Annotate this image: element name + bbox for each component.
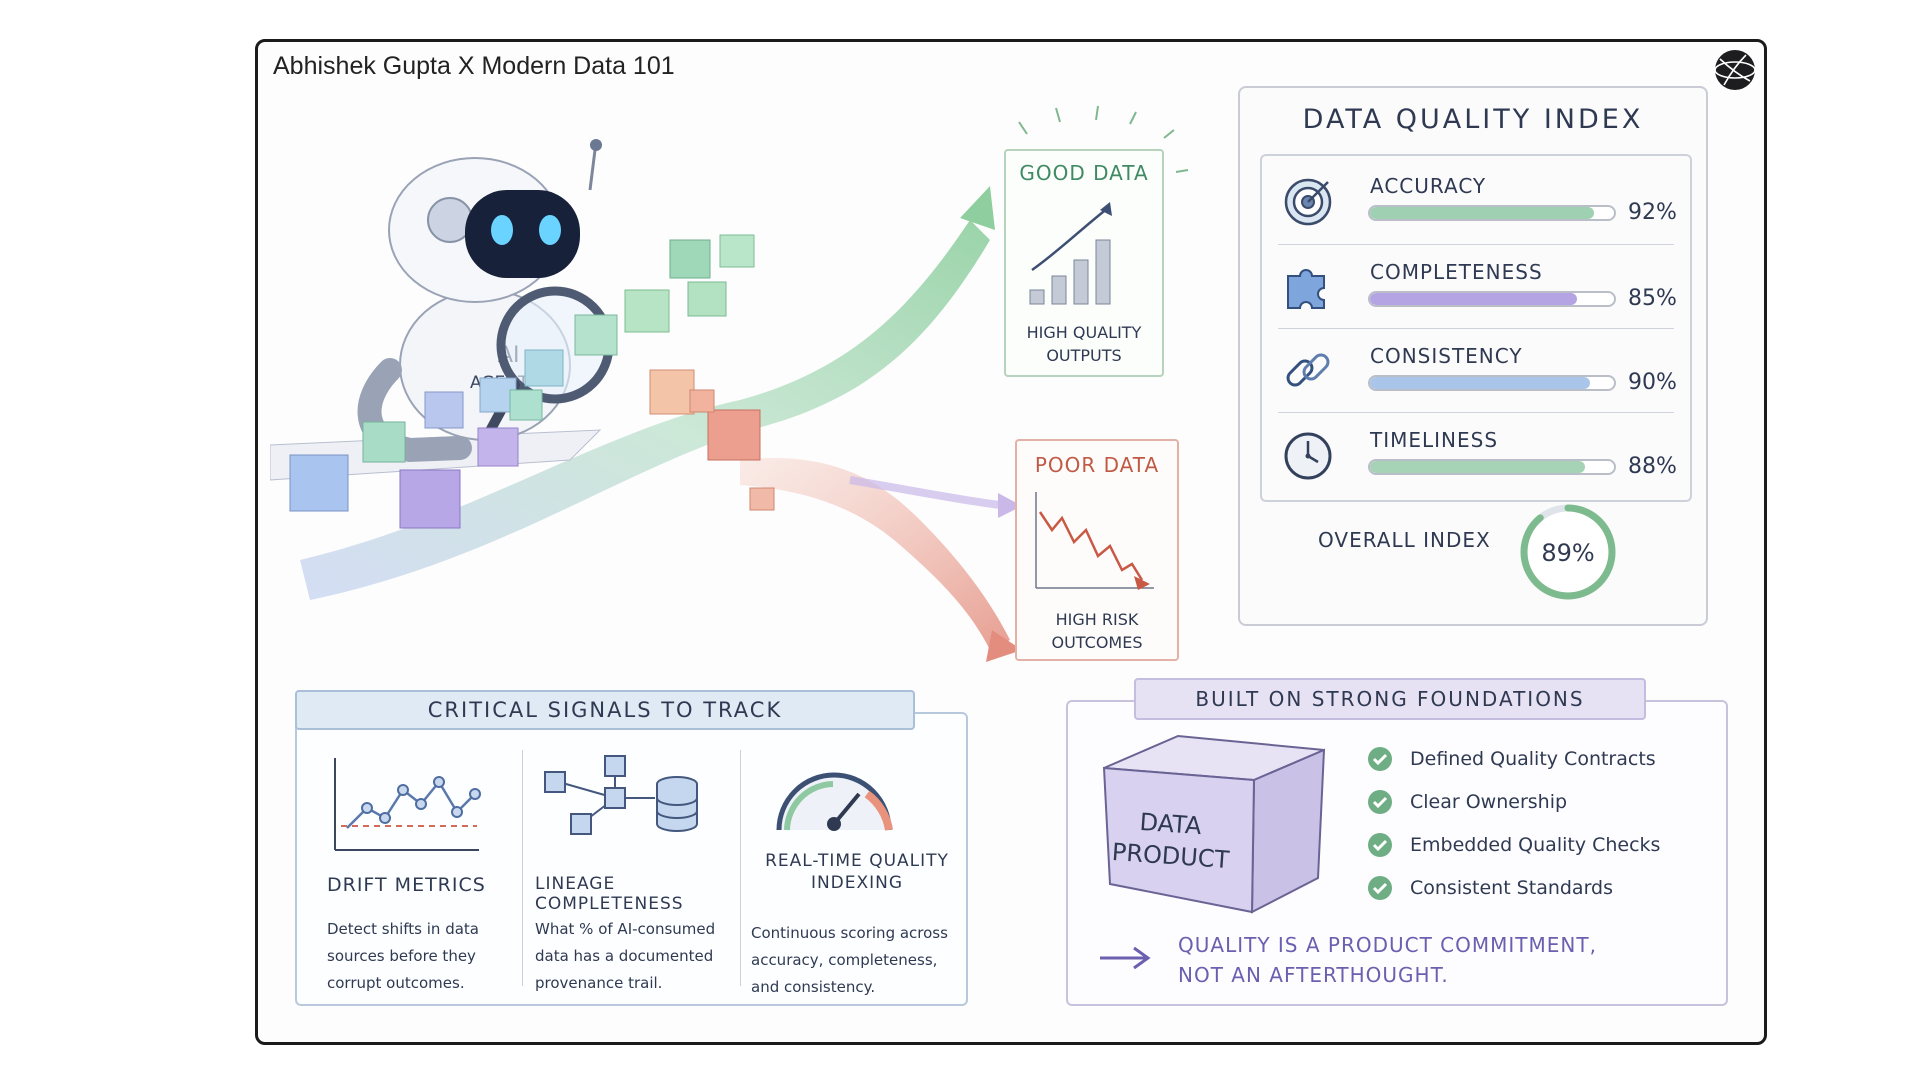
lineage-graph-icon (544, 755, 698, 835)
metric-bar-fill (1370, 207, 1595, 219)
metric-timeliness: TIMELINESS 88% (1262, 414, 1690, 498)
metric-percent: 90% (1628, 370, 1677, 395)
metric-bar (1368, 459, 1616, 475)
quality-commitment-statement: QUALITY IS A PRODUCT COMMITMENT, NOT AN … (1178, 930, 1597, 990)
metric-bar (1368, 375, 1616, 391)
signal-title: LINEAGE COMPLETENESS (535, 874, 684, 914)
good-data-callout: GOOD DATA HIGH QUALITY OUTPUTS (1004, 105, 1189, 377)
metric-bar-fill (1370, 377, 1590, 389)
critical-signals-panel: DRIFT METRICS Detect shifts in data sour… (295, 712, 968, 1006)
check-icon (1368, 876, 1392, 900)
puzzle-icon (1287, 269, 1325, 309)
divider (1278, 244, 1674, 245)
check-icon (1368, 833, 1392, 857)
signal-desc-line: data has a documented (535, 947, 714, 965)
metric-consistency: CONSISTENCY 90% (1262, 330, 1690, 414)
divider (522, 750, 523, 986)
poor-data-title: POOR DATA (1035, 453, 1159, 477)
brand-credit: Abhishek Gupta X Modern Data 101 (273, 52, 675, 80)
poor-data-caption-2: OUTCOMES (1052, 633, 1143, 652)
divider (1278, 412, 1674, 413)
poor-data-stream (740, 458, 1010, 650)
dqi-metrics-panel: ACCURACY 92% COMPLETENESS 85% CONSISTENC… (1260, 154, 1692, 502)
good-data-caption-1: HIGH QUALITY (1027, 323, 1142, 342)
signal-desc-line: accuracy, completeness, (751, 951, 938, 969)
signal-description: Continuous scoring across accuracy, comp… (751, 920, 963, 1001)
signal-real-time-quality-indexing: REAL-TIME QUALITY INDEXING Continuous sc… (751, 754, 963, 996)
drift-chart-icon (334, 758, 481, 851)
signal-title-line: REAL-TIME QUALITY (765, 851, 949, 871)
arrow-right-icon (1100, 946, 1151, 970)
signal-desc-line: and consistency. (751, 978, 876, 996)
metric-bar (1368, 291, 1616, 307)
metric-bar-fill (1370, 293, 1578, 305)
check-label: Defined Quality Contracts (1410, 748, 1656, 770)
signal-description: What % of AI-consumed data has a documen… (535, 916, 735, 997)
globe-icon (1714, 50, 1756, 90)
commitment-line: QUALITY IS A PRODUCT COMMITMENT, (1178, 933, 1597, 957)
metric-percent: 92% (1628, 200, 1677, 225)
check-label: Consistent Standards (1410, 877, 1614, 899)
signal-desc-line: sources before they (327, 947, 476, 965)
poor-data-callout: POOR DATA HIGH RISK OUTCOMES (1015, 439, 1179, 661)
divider (740, 750, 741, 986)
good-data-caption-2: OUTPUTS (1046, 346, 1121, 365)
signal-desc-line: What % of AI-consumed (535, 920, 716, 938)
signal-title: DRIFT METRICS (327, 874, 486, 896)
metric-bar (1368, 205, 1616, 221)
metric-label: ACCURACY (1370, 174, 1487, 198)
signal-desc-line: Continuous scoring across (751, 924, 948, 942)
metric-bar-fill (1370, 461, 1585, 473)
dqi-title: DATA QUALITY INDEX (1302, 104, 1644, 135)
signal-description: Detect shifts in data sources before the… (327, 916, 537, 997)
metric-completeness: COMPLETENESS 85% (1262, 246, 1690, 330)
metric-percent: 85% (1628, 286, 1677, 311)
check-label: Embedded Quality Checks (1410, 834, 1661, 856)
chain-link-icon (1286, 353, 1330, 387)
signal-desc-line: corrupt outcomes. (327, 974, 465, 992)
signal-title-line: INDEXING (810, 873, 904, 893)
poor-data-caption-1: HIGH RISK (1056, 610, 1139, 629)
metric-label: COMPLETENESS (1370, 260, 1543, 284)
data-quality-index-card: DATA QUALITY INDEX ACCURACY 92% COMPLETE… (1238, 86, 1708, 626)
good-data-title: GOOD DATA (1019, 161, 1148, 185)
signal-lineage-completeness: LINEAGE COMPLETENESS What % of AI-consum… (535, 754, 735, 994)
signal-title: REAL-TIME QUALITY INDEXING (751, 850, 963, 894)
check-icon (1368, 747, 1392, 771)
target-icon (1284, 178, 1332, 226)
overall-index-label: OVERALL INDEX (1318, 528, 1491, 552)
ai-agent-illustration: AI AGENT GOOD DATA HIGH QUALITY (270, 105, 1189, 662)
foundations-title: BUILT ON STRONG FOUNDATIONS (1134, 678, 1646, 720)
data-product-box-icon: DATA PRODUCT (1102, 734, 1326, 914)
data-cubes (289, 234, 775, 529)
check-icon (1368, 790, 1392, 814)
divider (1278, 328, 1674, 329)
gauge-icon (776, 772, 893, 831)
metric-label: TIMELINESS (1370, 428, 1499, 452)
check-label: Clear Ownership (1410, 791, 1568, 813)
overall-index-gauge: 89% (1520, 504, 1616, 600)
data-product-label-1: DATA (1139, 808, 1203, 840)
signal-drift-metrics: DRIFT METRICS Detect shifts in data sour… (327, 754, 537, 994)
clock-icon (1284, 432, 1332, 480)
metric-label: CONSISTENCY (1370, 344, 1523, 368)
critical-signals-title: CRITICAL SIGNALS TO TRACK (295, 690, 915, 730)
signal-desc-line: Detect shifts in data (327, 920, 479, 938)
metric-accuracy: ACCURACY 92% (1262, 160, 1690, 244)
signal-desc-line: provenance trail. (535, 974, 663, 992)
metric-percent: 88% (1628, 454, 1677, 479)
overall-index-value: 89% (1541, 539, 1594, 567)
commitment-line: NOT AN AFTERTHOUGHT. (1178, 963, 1449, 987)
good-data-stream (300, 220, 990, 600)
